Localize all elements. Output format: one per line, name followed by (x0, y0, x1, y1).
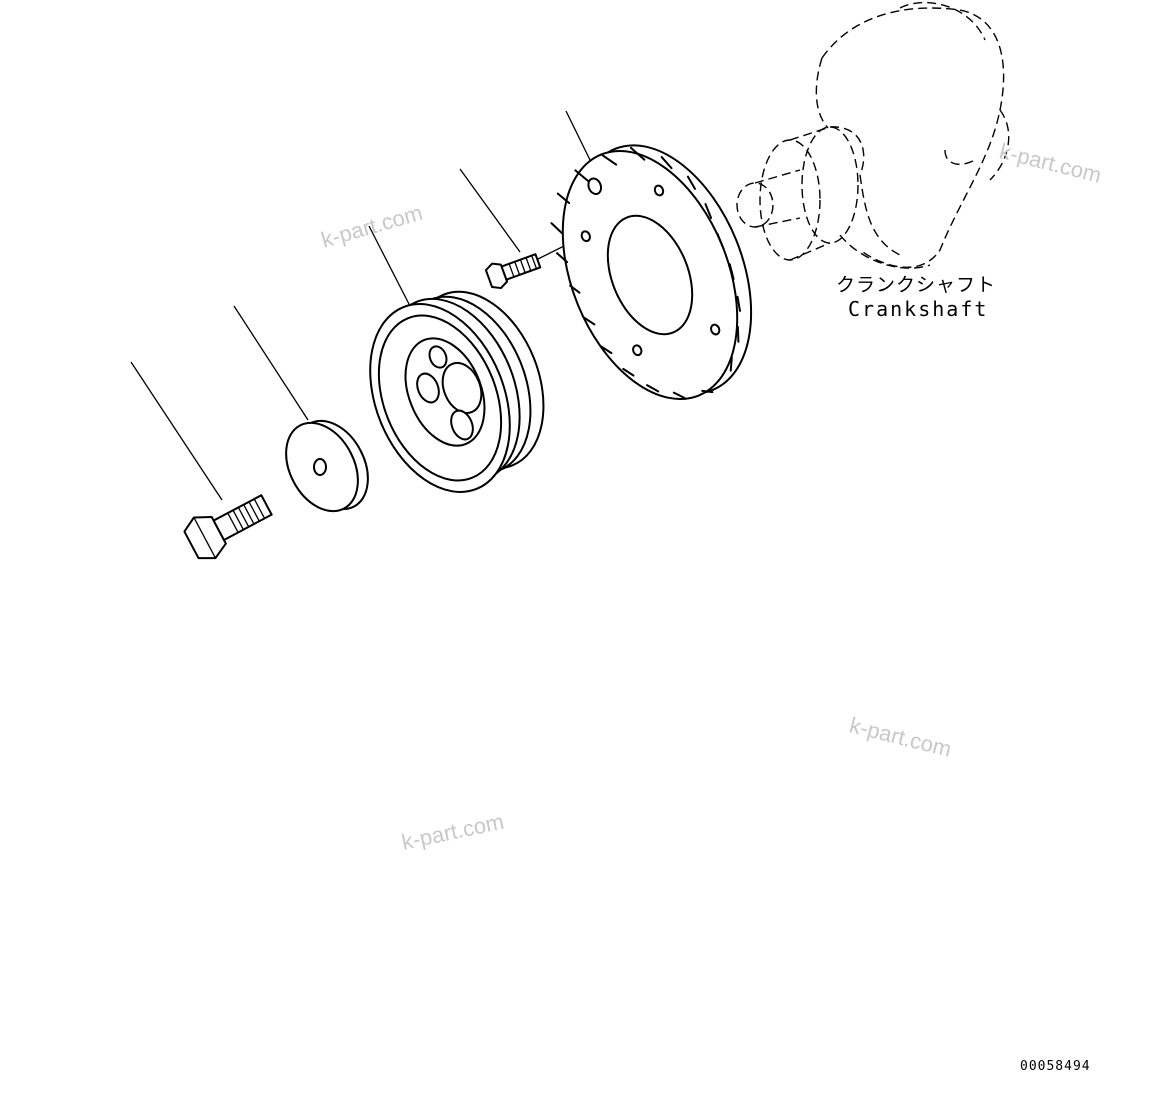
crankshaft-label-en: Crankshaft (848, 297, 989, 321)
washer-icon (285, 419, 369, 513)
drawing-number: 00058494 (1020, 1059, 1091, 1074)
small-bolt-icon (484, 253, 542, 290)
crankshaft-icon (736, 1, 1010, 269)
leader-line-washer (233, 305, 309, 421)
leader-line-pulley (368, 225, 411, 307)
leader-line-bolt (130, 361, 223, 501)
leader-lines (130, 110, 613, 501)
leader-line-small-bolt (459, 168, 521, 253)
leader-line-timing-wheel (565, 110, 591, 161)
timing-wheel-icon (550, 144, 753, 401)
crankshaft-label-jp: クランクシャフト (836, 274, 997, 296)
pulley-icon (369, 290, 545, 493)
bolt-icon (183, 494, 273, 560)
